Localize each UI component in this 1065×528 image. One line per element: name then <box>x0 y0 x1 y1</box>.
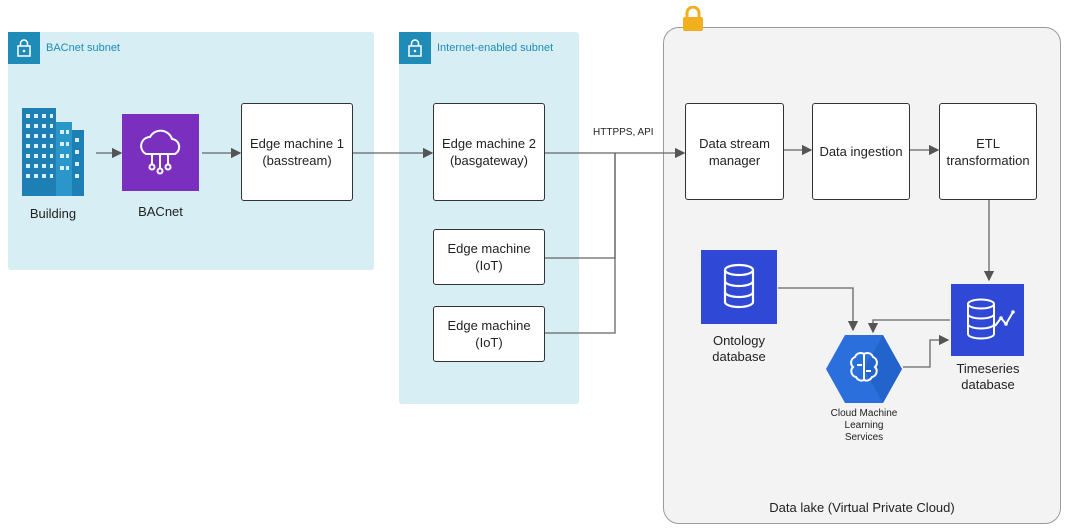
internet-subnet-title: Internet-enabled subnet <box>437 42 554 54</box>
edge-machine-1: Edge machine 1 (basstream) <box>241 103 353 201</box>
ml-label: Cloud Machine Learning Services <box>830 408 898 443</box>
edge-ontology-ml <box>778 287 859 332</box>
edge-machine-iot-1-label: Edge machine (IoT) <box>447 241 531 273</box>
building-label: Building <box>29 206 77 221</box>
cloud-network-icon <box>122 114 199 191</box>
edge-iot1-stream <box>545 153 616 259</box>
data-stream-manager: Data stream manager <box>685 103 784 200</box>
lock-icon <box>8 32 40 64</box>
timeseries-db-label: Timeseries database <box>956 361 1020 392</box>
edge-machine-2-label: Edge machine 2 (basgateway) <box>442 136 536 168</box>
database-icon <box>701 250 777 324</box>
bacnet-label: BACnet <box>138 204 183 219</box>
edge-label-https: HTTPPS, API <box>593 127 654 138</box>
edge-machine-iot-2: Edge machine (IoT) <box>433 306 545 362</box>
edge-machine-1-label: Edge machine 1 (basstream) <box>250 136 344 168</box>
edge-iot2-stream <box>545 153 616 334</box>
etl-transformation: ETL transformation <box>939 103 1037 200</box>
timeseries-icon <box>951 284 1024 356</box>
data-stream-manager-label: Data stream manager <box>699 135 770 168</box>
bacnet-subnet-title: BACnet subnet <box>46 42 120 54</box>
building-icon <box>20 108 86 203</box>
data-ingestion-label: Data ingestion <box>819 144 903 159</box>
edge-machine-iot-2-label: Edge machine (IoT) <box>447 318 531 350</box>
edge-machine-2: Edge machine 2 (basgateway) <box>433 103 545 201</box>
vpc-title: Data lake (Virtual Private Cloud) <box>769 500 955 515</box>
brain-icon <box>825 333 903 410</box>
vpc-lock-icon <box>681 5 705 37</box>
lock-icon <box>399 32 431 64</box>
edge-machine-iot-1: Edge machine (IoT) <box>433 229 545 285</box>
data-ingestion: Data ingestion <box>812 103 910 200</box>
ontology-db-label: Ontology database <box>712 333 766 364</box>
edge-timeseries-ml <box>867 319 950 334</box>
etl-transformation-label: ETL transformation <box>946 135 1030 168</box>
edge-ml-timeseries <box>903 334 950 368</box>
